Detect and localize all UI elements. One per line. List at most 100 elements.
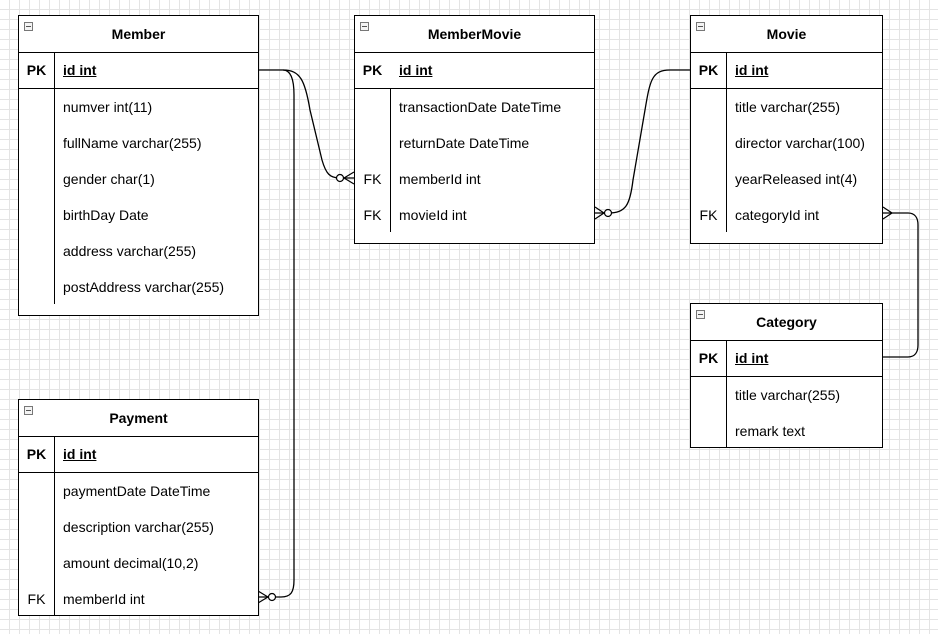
column-divider	[54, 436, 55, 616]
field-label: amount decimal(10,2)	[63, 555, 199, 571]
field-label: memberId int	[399, 171, 481, 187]
field-label: yearReleased int(4)	[735, 171, 858, 187]
pk-label: PK	[698, 62, 719, 78]
pk-label: PK	[26, 446, 47, 462]
key-label	[19, 233, 54, 269]
zero-marker	[335, 173, 345, 183]
connector-member-membermovie[interactable]	[258, 69, 354, 179]
field-row[interactable]: returnDate DateTime	[355, 125, 594, 161]
pk-row[interactable]: PK id int	[19, 53, 258, 89]
key-label	[691, 161, 726, 197]
entity-header[interactable]: Category	[691, 304, 882, 341]
field-label: remark text	[735, 423, 806, 439]
field-row[interactable]: FK categoryId int	[691, 197, 882, 233]
crowfoot-marker	[257, 590, 269, 604]
key-label: FK	[27, 591, 46, 607]
collapse-icon[interactable]	[696, 310, 705, 319]
field-label: memberId int	[63, 591, 145, 607]
pk-row[interactable]: PK id int	[355, 53, 594, 89]
field-row[interactable]: description varchar(255)	[19, 509, 258, 545]
zero-marker	[603, 208, 613, 218]
pk-label: PK	[26, 62, 47, 78]
collapse-icon[interactable]	[24, 22, 33, 31]
collapse-icon[interactable]	[360, 22, 369, 31]
field-row[interactable]: numver int(11)	[19, 89, 258, 125]
column-divider	[726, 52, 727, 232]
field-row[interactable]: gender char(1)	[19, 161, 258, 197]
key-label	[691, 377, 726, 413]
field-row[interactable]: remark text	[691, 413, 882, 449]
key-label	[19, 161, 54, 197]
key-label	[19, 89, 54, 125]
pk-field: id int	[63, 62, 97, 78]
field-row[interactable]: fullName varchar(255)	[19, 125, 258, 161]
field-row[interactable]: director varchar(100)	[691, 125, 882, 161]
crowfoot-marker	[343, 171, 355, 185]
key-label	[19, 125, 54, 161]
entity-header[interactable]: Payment	[19, 400, 258, 437]
entity-movie[interactable]: Movie PK id int title varchar(255) direc…	[690, 15, 883, 244]
zero-marker	[267, 592, 277, 602]
key-label	[691, 125, 726, 161]
field-label: title varchar(255)	[735, 387, 841, 403]
field-label: movieId int	[399, 207, 467, 223]
pk-field: id int	[735, 62, 769, 78]
column-divider	[726, 340, 727, 448]
pk-row[interactable]: PK id int	[19, 437, 258, 473]
connector-member-payment[interactable]	[258, 69, 295, 598]
crowfoot-marker	[594, 206, 605, 220]
field-row[interactable]: amount decimal(10,2)	[19, 545, 258, 581]
column-divider	[54, 52, 55, 304]
key-label: FK	[699, 207, 718, 223]
connector-movie-membermovie[interactable]	[595, 69, 690, 214]
field-row[interactable]: FK movieId int	[355, 197, 594, 233]
key-label	[691, 89, 726, 125]
field-row[interactable]: transactionDate DateTime	[355, 89, 594, 125]
entity-header[interactable]: MemberMovie	[355, 16, 594, 53]
field-label: returnDate DateTime	[399, 135, 530, 151]
field-label: description varchar(255)	[63, 519, 214, 535]
pk-label: PK	[698, 350, 719, 366]
pk-field: id int	[399, 62, 433, 78]
key-label	[19, 269, 54, 305]
field-row[interactable]: title varchar(255)	[691, 377, 882, 413]
field-label: categoryId int	[735, 207, 820, 223]
entity-payment[interactable]: Payment PK id int paymentDate DateTime d…	[18, 399, 259, 616]
pk-row[interactable]: PK id int	[691, 53, 882, 89]
field-row[interactable]: title varchar(255)	[691, 89, 882, 125]
key-label	[355, 125, 390, 161]
field-row[interactable]: yearReleased int(4)	[691, 161, 882, 197]
entity-member[interactable]: Member PK id int numver int(11) fullName…	[18, 15, 259, 316]
entity-title: Movie	[766, 26, 807, 42]
key-label	[19, 545, 54, 581]
key-label: FK	[363, 207, 382, 223]
key-label	[355, 89, 390, 125]
field-row[interactable]: postAddress varchar(255)	[19, 269, 258, 305]
connector-category-movie[interactable]	[882, 212, 919, 358]
field-label: paymentDate DateTime	[63, 483, 211, 499]
entity-membermovie[interactable]: MemberMovie PK id int transactionDate Da…	[354, 15, 595, 244]
pk-row[interactable]: PK id int	[691, 341, 882, 377]
field-row[interactable]: birthDay Date	[19, 197, 258, 233]
entity-header[interactable]: Member	[19, 16, 258, 53]
collapse-icon[interactable]	[696, 22, 705, 31]
entity-title: Category	[756, 314, 817, 330]
field-label: director varchar(100)	[735, 135, 865, 151]
field-row[interactable]: paymentDate DateTime	[19, 473, 258, 509]
entity-title: Payment	[109, 410, 168, 426]
pk-field: id int	[735, 350, 769, 366]
column-divider	[390, 88, 391, 232]
key-label	[19, 509, 54, 545]
key-label	[19, 473, 54, 509]
pk-label: PK	[362, 62, 383, 78]
field-label: address varchar(255)	[63, 243, 197, 259]
field-row[interactable]: FK memberId int	[19, 581, 258, 617]
collapse-icon[interactable]	[24, 406, 33, 415]
entity-header[interactable]: Movie	[691, 16, 882, 53]
field-label: numver int(11)	[63, 99, 153, 115]
field-row[interactable]: address varchar(255)	[19, 233, 258, 269]
entity-category[interactable]: Category PK id int title varchar(255) re…	[690, 303, 883, 448]
field-label: birthDay Date	[63, 207, 149, 223]
field-label: title varchar(255)	[735, 99, 841, 115]
